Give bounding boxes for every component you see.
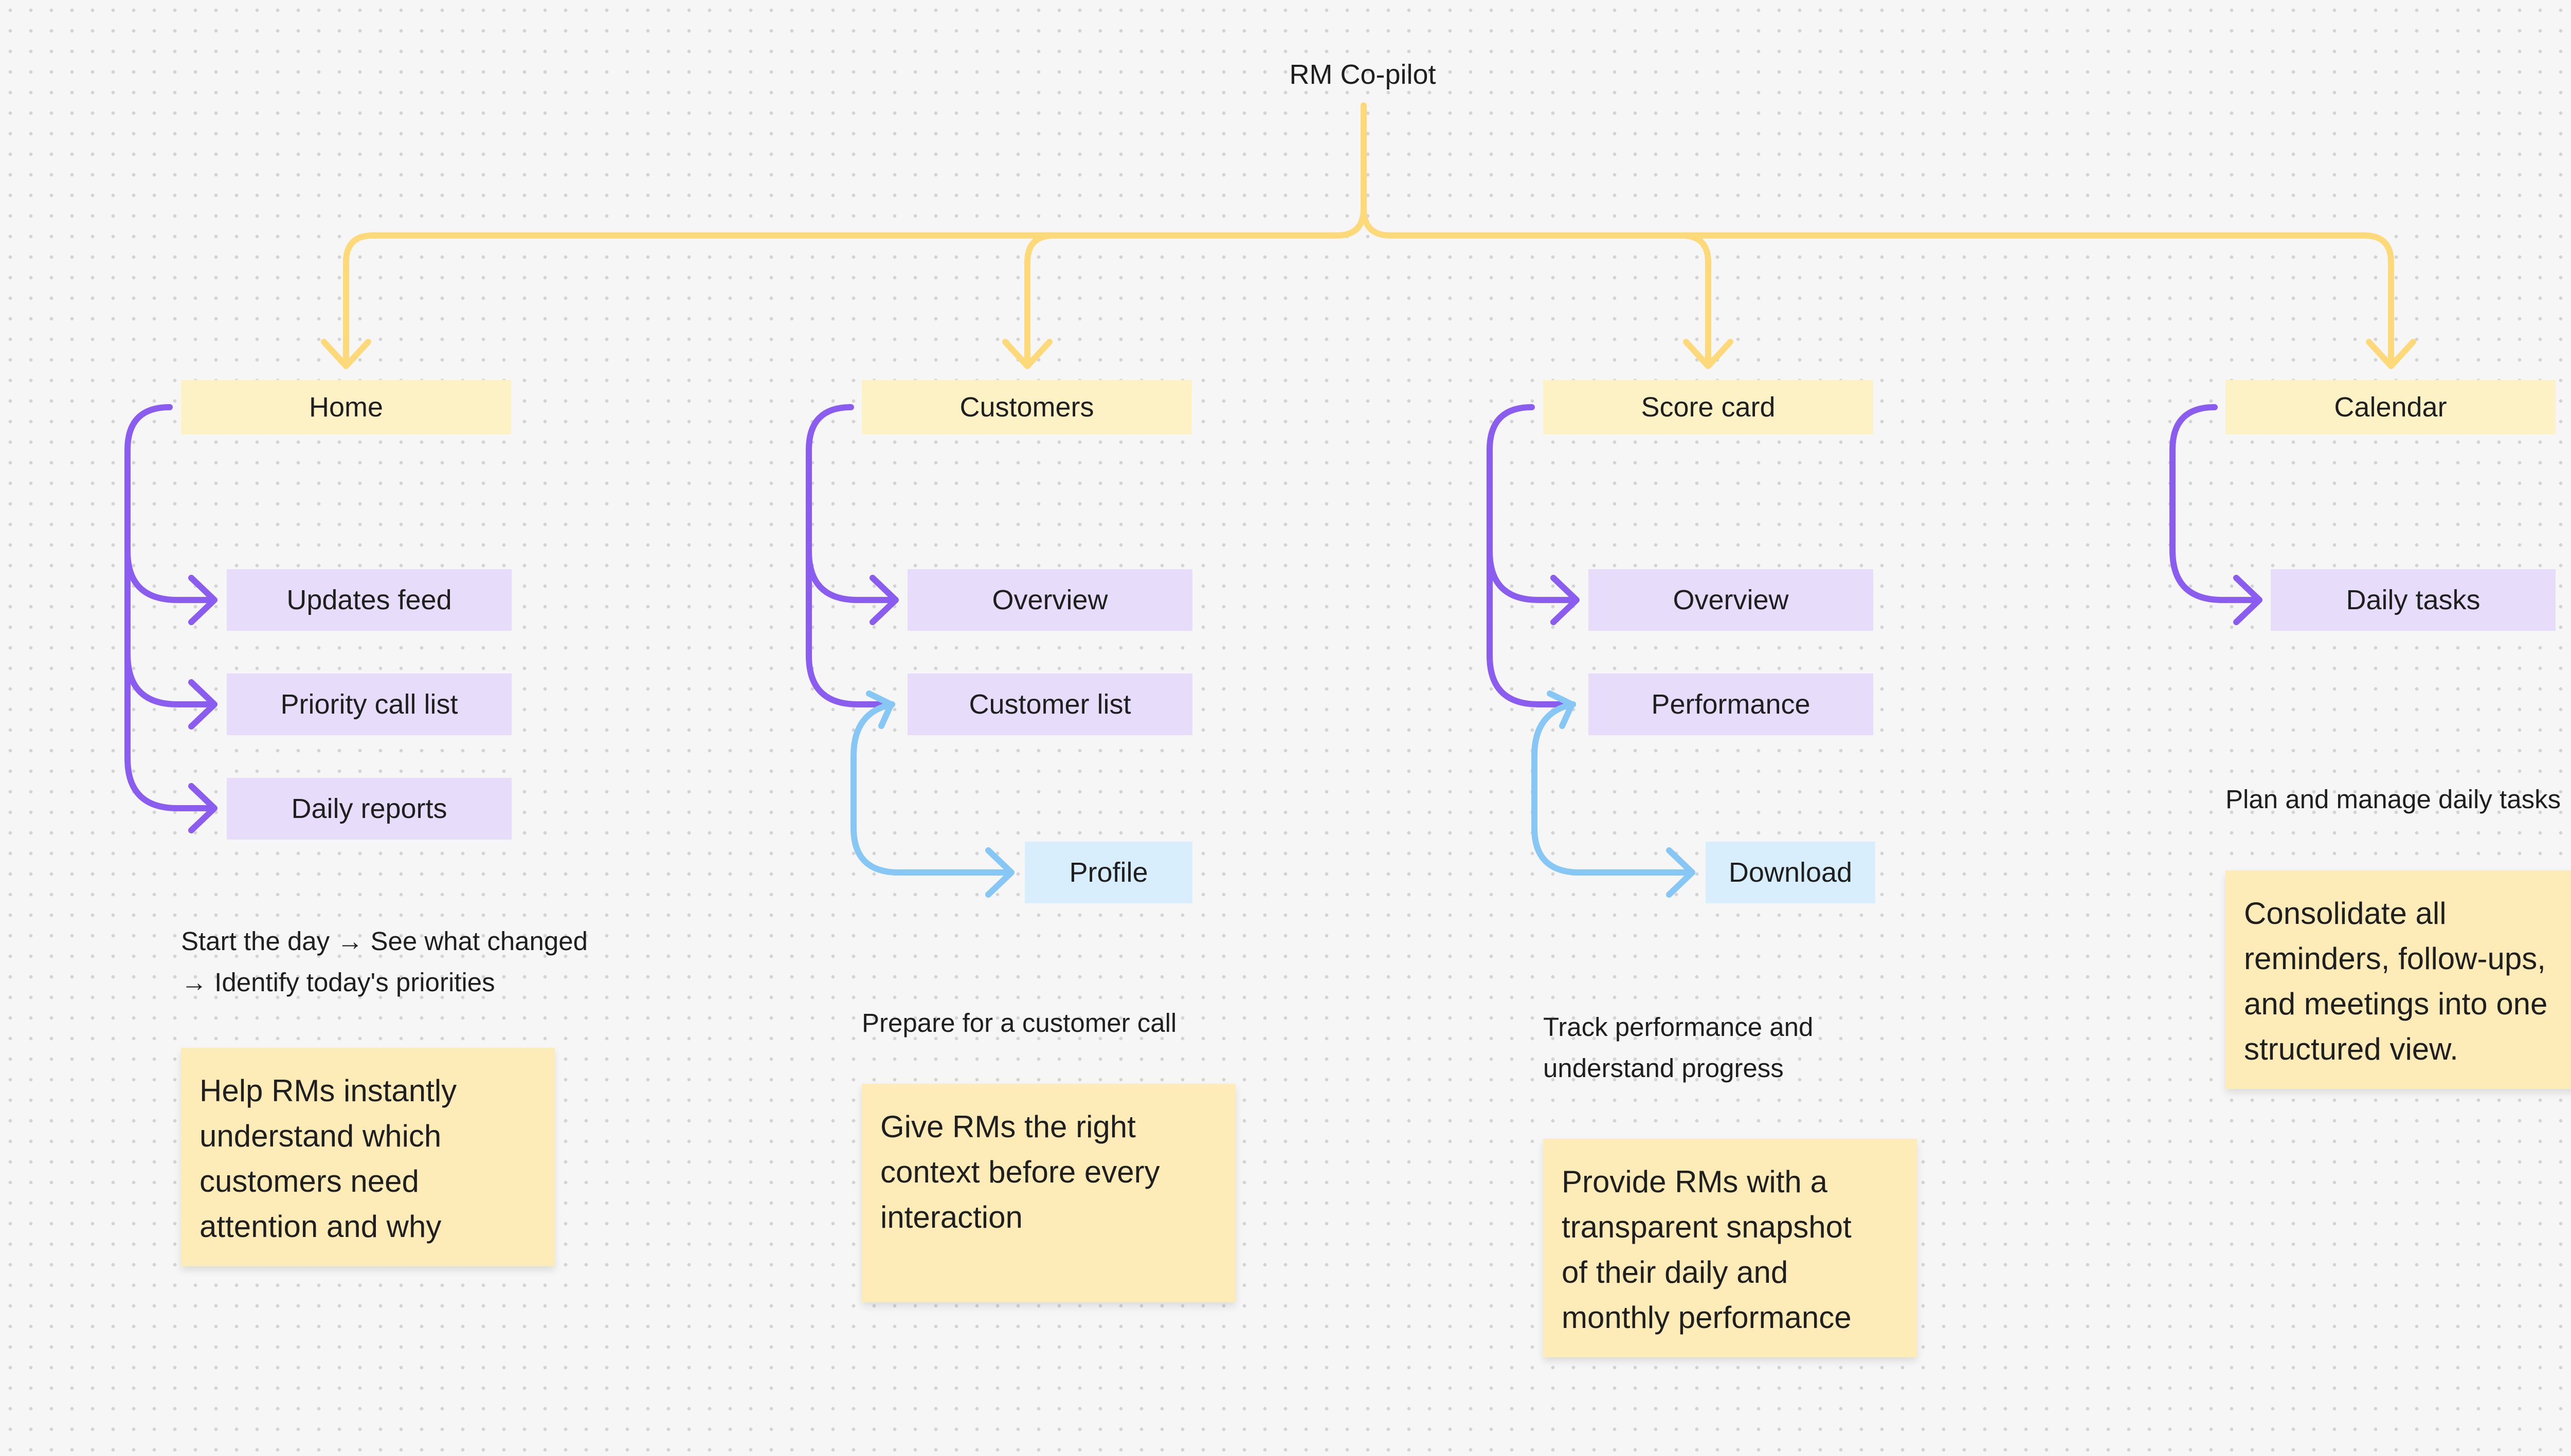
scorecard-note-line: transparent snapshot	[1562, 1210, 1852, 1244]
home-note-line: attention and why	[200, 1209, 442, 1244]
scorecard-description-line: understand progress	[1543, 1053, 1784, 1083]
scorecard-child-overview[interactable]: Overview	[1588, 569, 1873, 631]
arrowhead-customers	[1002, 339, 1053, 369]
scorecard-grandchild-line	[1531, 701, 1692, 876]
home-description-line: Start the day → See what changed	[181, 926, 588, 956]
home-note-line: understand which	[200, 1119, 442, 1153]
customers-child-customer-list[interactable]: Customer list	[908, 674, 1192, 735]
customers-grandchild-arrowhead	[985, 847, 1015, 898]
child-connectors	[124, 404, 2262, 833]
scorecard-child-line	[1487, 404, 1576, 707]
home-child-line	[124, 404, 214, 811]
home-arrowhead-2	[188, 679, 218, 730]
scorecard-branch-1	[1487, 548, 1576, 603]
home-sticky-note[interactable]: Help RMs instantly understand which cust…	[181, 1048, 555, 1266]
home-arrowhead-1	[188, 575, 218, 625]
scorecard-note-line: Provide RMs with a	[1562, 1164, 1827, 1199]
arrowhead-calendar	[2366, 339, 2416, 369]
home-child-priority-call-list[interactable]: Priority call list	[227, 674, 512, 735]
calendar-child-line	[2169, 404, 2259, 603]
customers-child-overview[interactable]: Overview	[908, 569, 1192, 631]
trunk-stem	[343, 102, 1367, 366]
calendar-description: Plan and manage daily tasks	[2225, 779, 2561, 820]
trunk-branch-customers	[1024, 232, 1057, 366]
trunk-connectors	[321, 102, 2416, 369]
arrowhead-scorecard	[1683, 339, 1733, 369]
arrowhead-home	[321, 339, 371, 369]
home-child-daily-reports[interactable]: Daily reports	[227, 778, 512, 840]
calendar-note-line: Consolidate all	[2244, 896, 2447, 931]
scorecard-grandchild-arrowhead	[1666, 847, 1695, 898]
grandchild-connectors	[850, 690, 1695, 898]
customers-grandchild-profile[interactable]: Profile	[1025, 842, 1192, 903]
customers-sticky-note[interactable]: Give RMs the right context before every …	[862, 1084, 1236, 1302]
home-description-line: → Identify today's priorities	[181, 968, 495, 997]
customers-arrowhead-1	[870, 575, 899, 625]
home-note-line: Help RMs instantly	[200, 1073, 457, 1108]
customers-note-line: context before every	[880, 1155, 1160, 1189]
home-child-updates-feed[interactable]: Updates feed	[227, 569, 512, 631]
customers-note-line: Give RMs the right	[880, 1109, 1136, 1144]
section-customers[interactable]: Customers	[862, 380, 1192, 434]
home-arrowhead-3	[188, 783, 218, 833]
section-calendar[interactable]: Calendar	[2225, 380, 2556, 434]
customers-child-line	[806, 404, 895, 707]
scorecard-note-line: of their daily and	[1562, 1255, 1788, 1289]
calendar-description-line: Plan and manage daily tasks	[2225, 785, 2561, 814]
section-score-card[interactable]: Score card	[1543, 380, 1873, 434]
home-description: Start the day → See what changed → Ident…	[181, 921, 588, 1003]
scorecard-description: Track performance and understand progres…	[1543, 1007, 1813, 1089]
customers-note-line: interaction	[880, 1200, 1023, 1234]
customers-description-line: Prepare for a customer call	[862, 1008, 1177, 1038]
home-note-line: customers need	[200, 1164, 419, 1198]
calendar-arrowhead-1	[2233, 575, 2262, 625]
trunk-branch-right	[1361, 205, 2394, 366]
home-branch-1	[124, 548, 214, 603]
calendar-sticky-note[interactable]: Consolidate all reminders, follow-ups, a…	[2225, 870, 2571, 1089]
scorecard-sticky-note[interactable]: Provide RMs with a transparent snapshot …	[1543, 1139, 1917, 1357]
customers-grandchild-back-arrowhead	[866, 690, 894, 729]
home-branch-2	[124, 651, 214, 707]
calendar-note-line: and meetings into one	[2244, 987, 2548, 1021]
section-home[interactable]: Home	[181, 380, 511, 434]
customers-description: Prepare for a customer call	[862, 1003, 1176, 1044]
calendar-note-line: structured view.	[2244, 1032, 2458, 1066]
calendar-child-daily-tasks[interactable]: Daily tasks	[2271, 569, 2556, 631]
scorecard-grandchild-download[interactable]: Download	[1706, 842, 1875, 903]
trunk-branch-scorecard	[1678, 232, 1711, 366]
scorecard-description-line: Track performance and	[1543, 1012, 1814, 1042]
customers-grandchild-line	[850, 701, 1011, 876]
scorecard-arrowhead-1	[1550, 575, 1580, 625]
scorecard-child-performance[interactable]: Performance	[1588, 674, 1873, 735]
customers-branch-1	[806, 548, 895, 603]
scorecard-note-line: monthly performance	[1562, 1300, 1852, 1335]
root-title: RM Co-pilot	[1289, 59, 1436, 90]
scorecard-grandchild-back-arrowhead	[1547, 690, 1575, 729]
calendar-note-line: reminders, follow-ups,	[2244, 941, 2546, 976]
